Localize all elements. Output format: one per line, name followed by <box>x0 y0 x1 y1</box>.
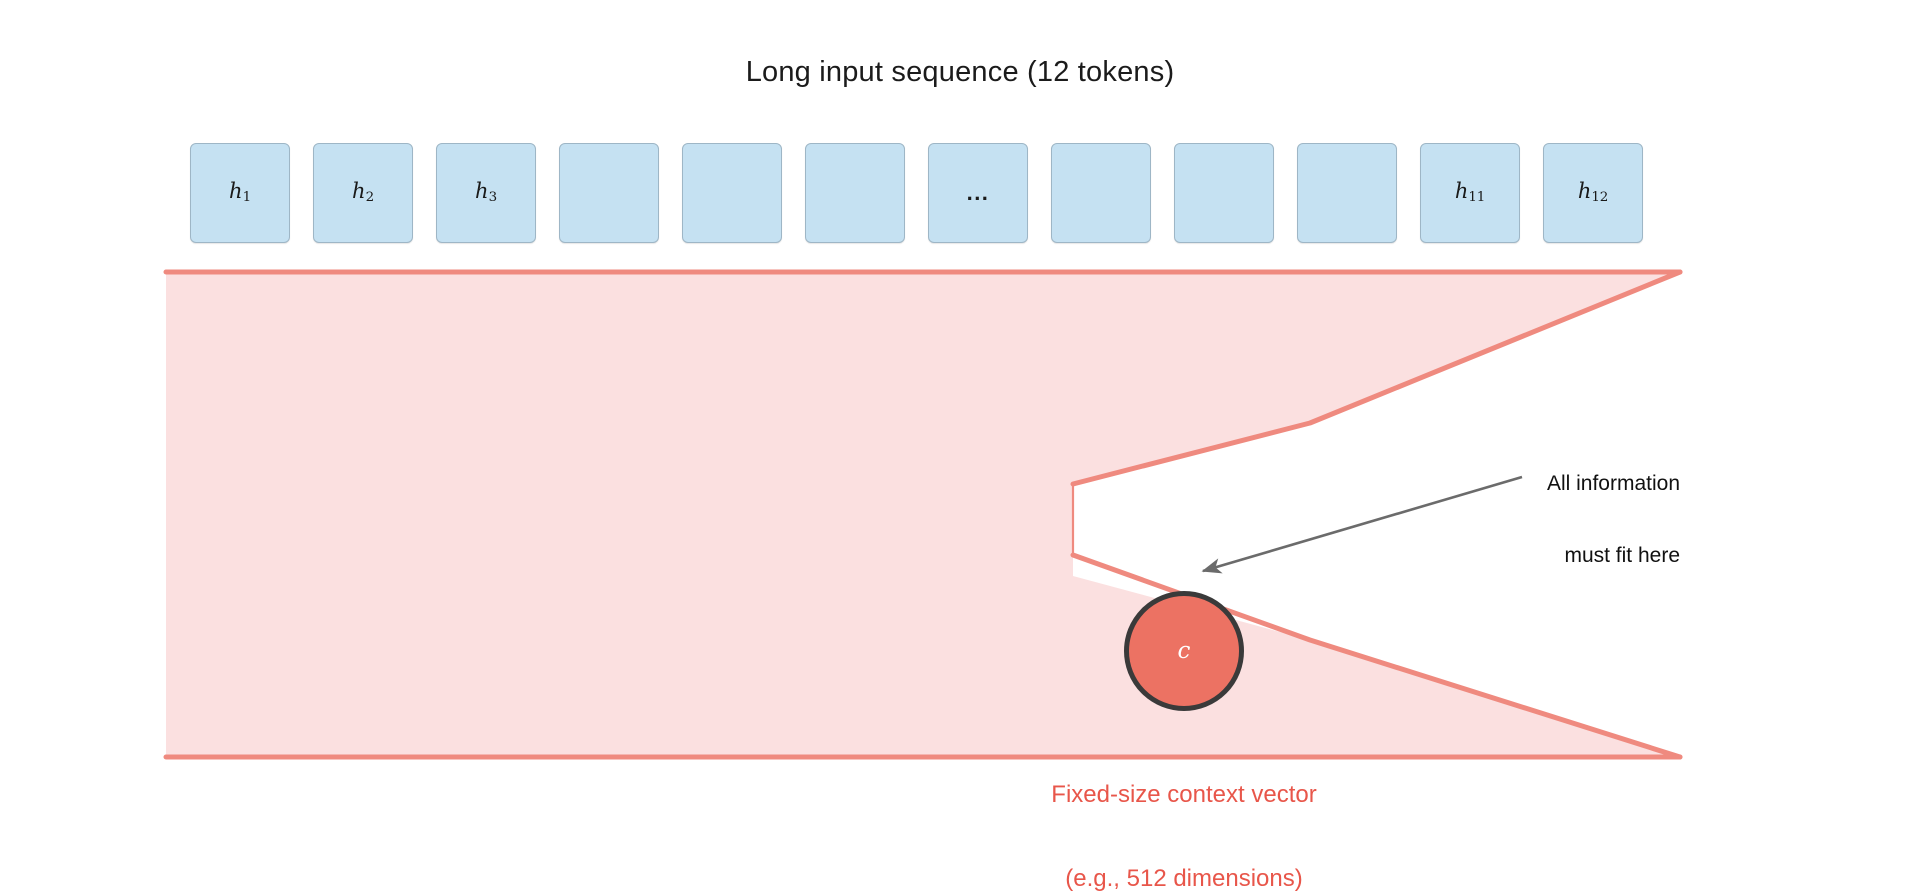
token-label-12: h12 <box>1577 179 1609 206</box>
bottleneck-annotation: All information must fit here <box>1380 424 1680 616</box>
token-box-12[interactable]: h12 <box>1543 143 1643 243</box>
token-label-1: h1 <box>229 179 251 206</box>
token-label-2: h2 <box>352 179 374 206</box>
context-vector-node[interactable]: c <box>1124 591 1244 711</box>
page-title: Long input sequence (12 tokens) <box>745 56 1175 88</box>
funnel-lower-polygon <box>166 555 1680 757</box>
annotation-arrow <box>1201 475 1523 574</box>
token-box-8[interactable] <box>1051 143 1151 243</box>
token-label-11: h11 <box>1454 179 1486 206</box>
funnel-lower-slope <box>1070 552 1683 760</box>
token-box-9[interactable] <box>1174 143 1274 243</box>
token-box-3[interactable]: h3 <box>436 143 536 243</box>
funnel-upper-slope <box>1070 269 1683 487</box>
context-caption-line-1: Fixed-size context vector <box>1051 781 1317 808</box>
token-box-6[interactable] <box>805 143 905 243</box>
annotation-line-2: must fit here <box>1564 544 1680 567</box>
funnel-upper-polygon <box>166 272 1680 555</box>
token-label-3: h3 <box>475 179 497 206</box>
token-box-7[interactable]: ... <box>928 143 1028 243</box>
token-box-10[interactable] <box>1297 143 1397 243</box>
token-label-7-ellipsis: ... <box>966 180 990 205</box>
token-box-11[interactable]: h11 <box>1420 143 1520 243</box>
context-caption-line-2: (e.g., 512 dimensions) <box>1065 865 1303 892</box>
token-box-5[interactable] <box>682 143 782 243</box>
annotation-line-1: All information <box>1546 472 1680 495</box>
token-sequence-row: h1 h2 h3 ... h11 h <box>190 143 1643 243</box>
token-box-2[interactable]: h2 <box>313 143 413 243</box>
token-box-1[interactable]: h1 <box>190 143 290 243</box>
context-vector-caption: Fixed-size context vector (e.g., 512 dim… <box>944 725 1424 893</box>
token-box-4[interactable] <box>559 143 659 243</box>
context-vector-symbol: c <box>1177 637 1191 664</box>
